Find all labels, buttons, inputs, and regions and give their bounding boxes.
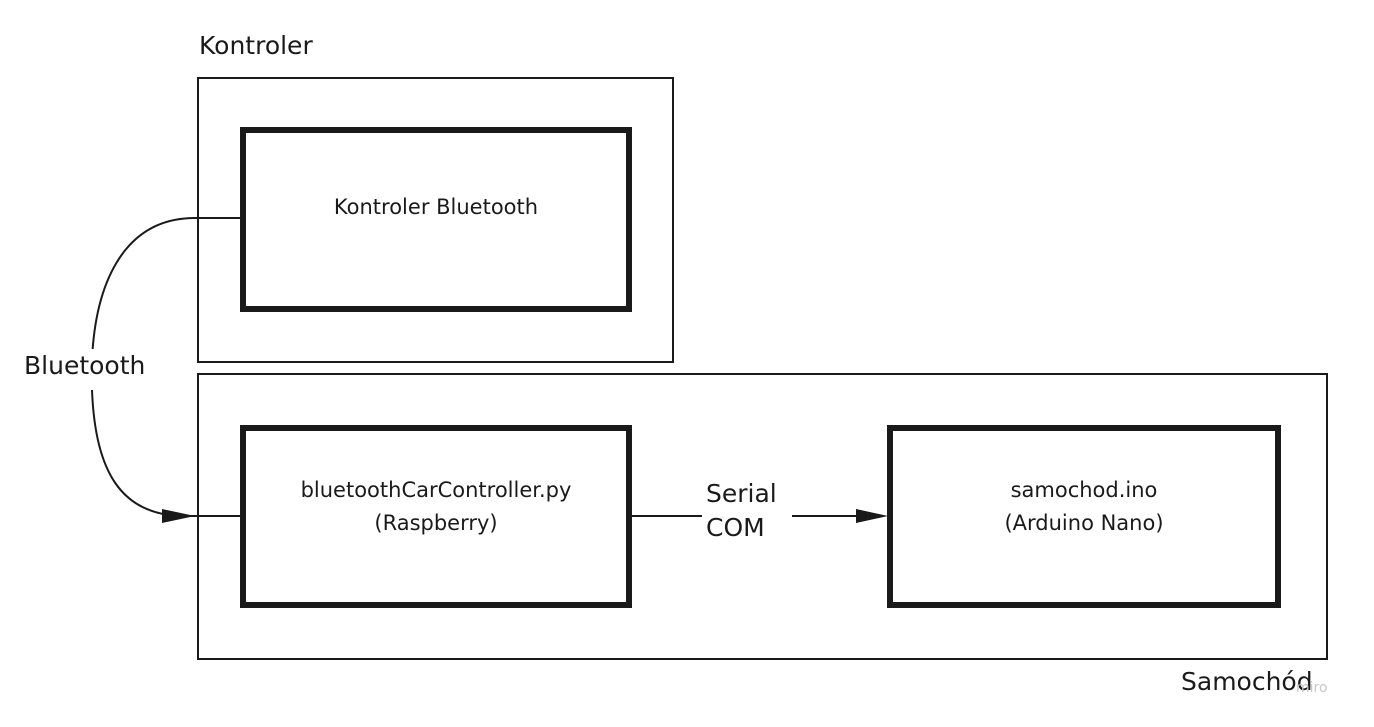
bluetooth-arrowhead (162, 509, 195, 523)
arduino-node-device-label: (Arduino Nano) (1004, 510, 1164, 535)
raspberry-node[interactable]: bluetoothCarController.py (Raspberry) (240, 425, 632, 608)
arduino-node[interactable]: samochod.ino (Arduino Nano) (887, 425, 1281, 608)
serial-edge-label-line1: Serial (706, 479, 777, 508)
bluetooth-connector (91, 217, 240, 361)
kontroler-group-frame[interactable] (197, 77, 674, 363)
kontroler-bluetooth-node-text: Kontroler Bluetooth (334, 191, 538, 224)
bluetooth-edge-label: Bluetooth (24, 349, 146, 383)
kontroler-group-label: Kontroler (199, 31, 313, 60)
arduino-node-sketch-label: samochod.ino (1010, 477, 1158, 502)
serial-edge-label-line2: COM (706, 513, 765, 542)
raspberry-node-device-label: (Raspberry) (374, 510, 498, 535)
serial-edge-label: Serial COM (706, 477, 777, 545)
kontroler-bluetooth-node-label: Kontroler Bluetooth (333, 194, 539, 219)
raspberry-node-script-label: bluetoothCarController.py (300, 477, 572, 502)
kontroler-bluetooth-node[interactable]: Kontroler Bluetooth (240, 127, 632, 312)
raspberry-node-text: bluetoothCarController.py (Raspberry) (301, 474, 572, 540)
arduino-node-text: samochod.ino (Arduino Nano) (1004, 474, 1163, 540)
samochod-group-label: Samochód (1181, 667, 1313, 696)
miro-watermark: miro (1296, 680, 1328, 696)
samochod-group-frame[interactable] (197, 373, 1328, 660)
serial-arrowhead (856, 509, 888, 523)
